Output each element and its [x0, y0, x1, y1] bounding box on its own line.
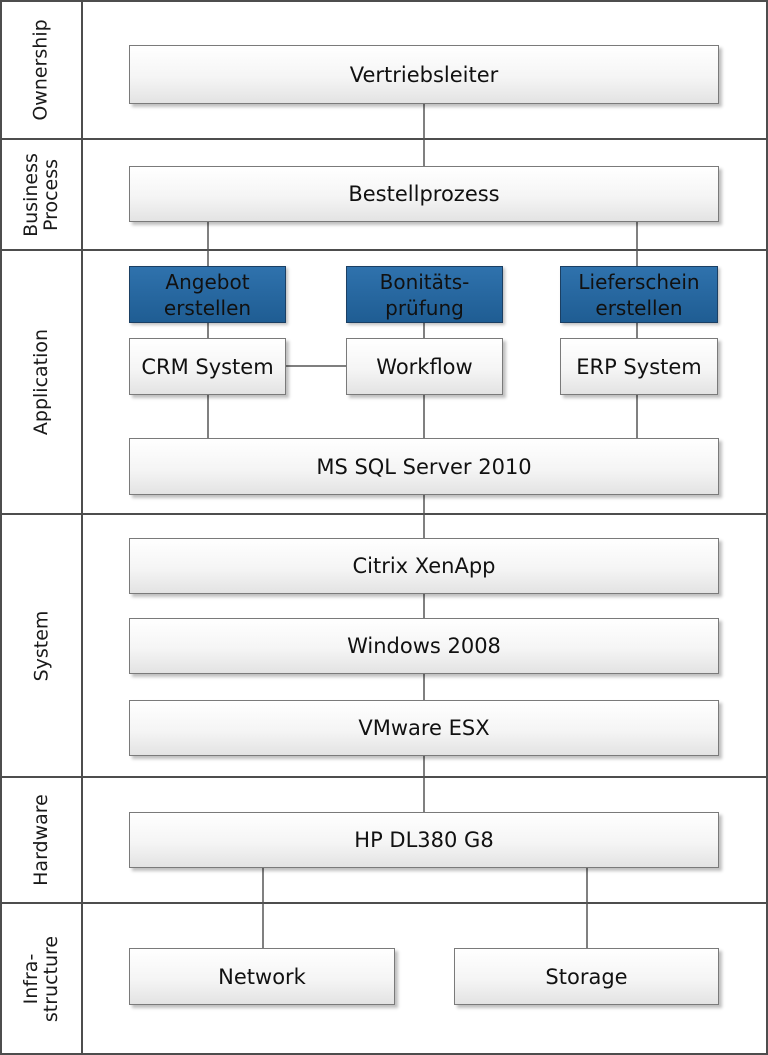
crm-system-box: CRM System [129, 338, 286, 395]
lane-label-application: Application [30, 328, 53, 436]
lane-label-ownership: Ownership [30, 18, 53, 121]
system-layer-windows: Windows 2008 [129, 618, 719, 674]
process-box: Bestellprozess [129, 166, 719, 222]
owner-box: Vertriebsleiter [129, 45, 719, 104]
lane-label-infrastructure: Infra- structure [20, 935, 63, 1023]
server-box: HP DL380 G8 [129, 812, 719, 868]
function-box-lieferschein: Lieferschein erstellen [560, 266, 718, 323]
network-box: Network [129, 948, 395, 1005]
workflow-box: Workflow [346, 338, 503, 395]
lane-label-business-process: Business Process [20, 152, 63, 237]
database-box: MS SQL Server 2010 [129, 438, 719, 495]
function-box-angebot: Angebot erstellen [129, 266, 286, 323]
function-box-bonitaet: Bonitäts- prüfung [346, 266, 503, 323]
lane-label-hardware: Hardware [30, 794, 53, 886]
erp-system-box: ERP System [560, 338, 718, 395]
system-layer-vmware: VMware ESX [129, 700, 719, 756]
lane-label-system: System [29, 610, 52, 681]
storage-box: Storage [454, 948, 719, 1005]
system-layer-citrix: Citrix XenApp [129, 538, 719, 594]
